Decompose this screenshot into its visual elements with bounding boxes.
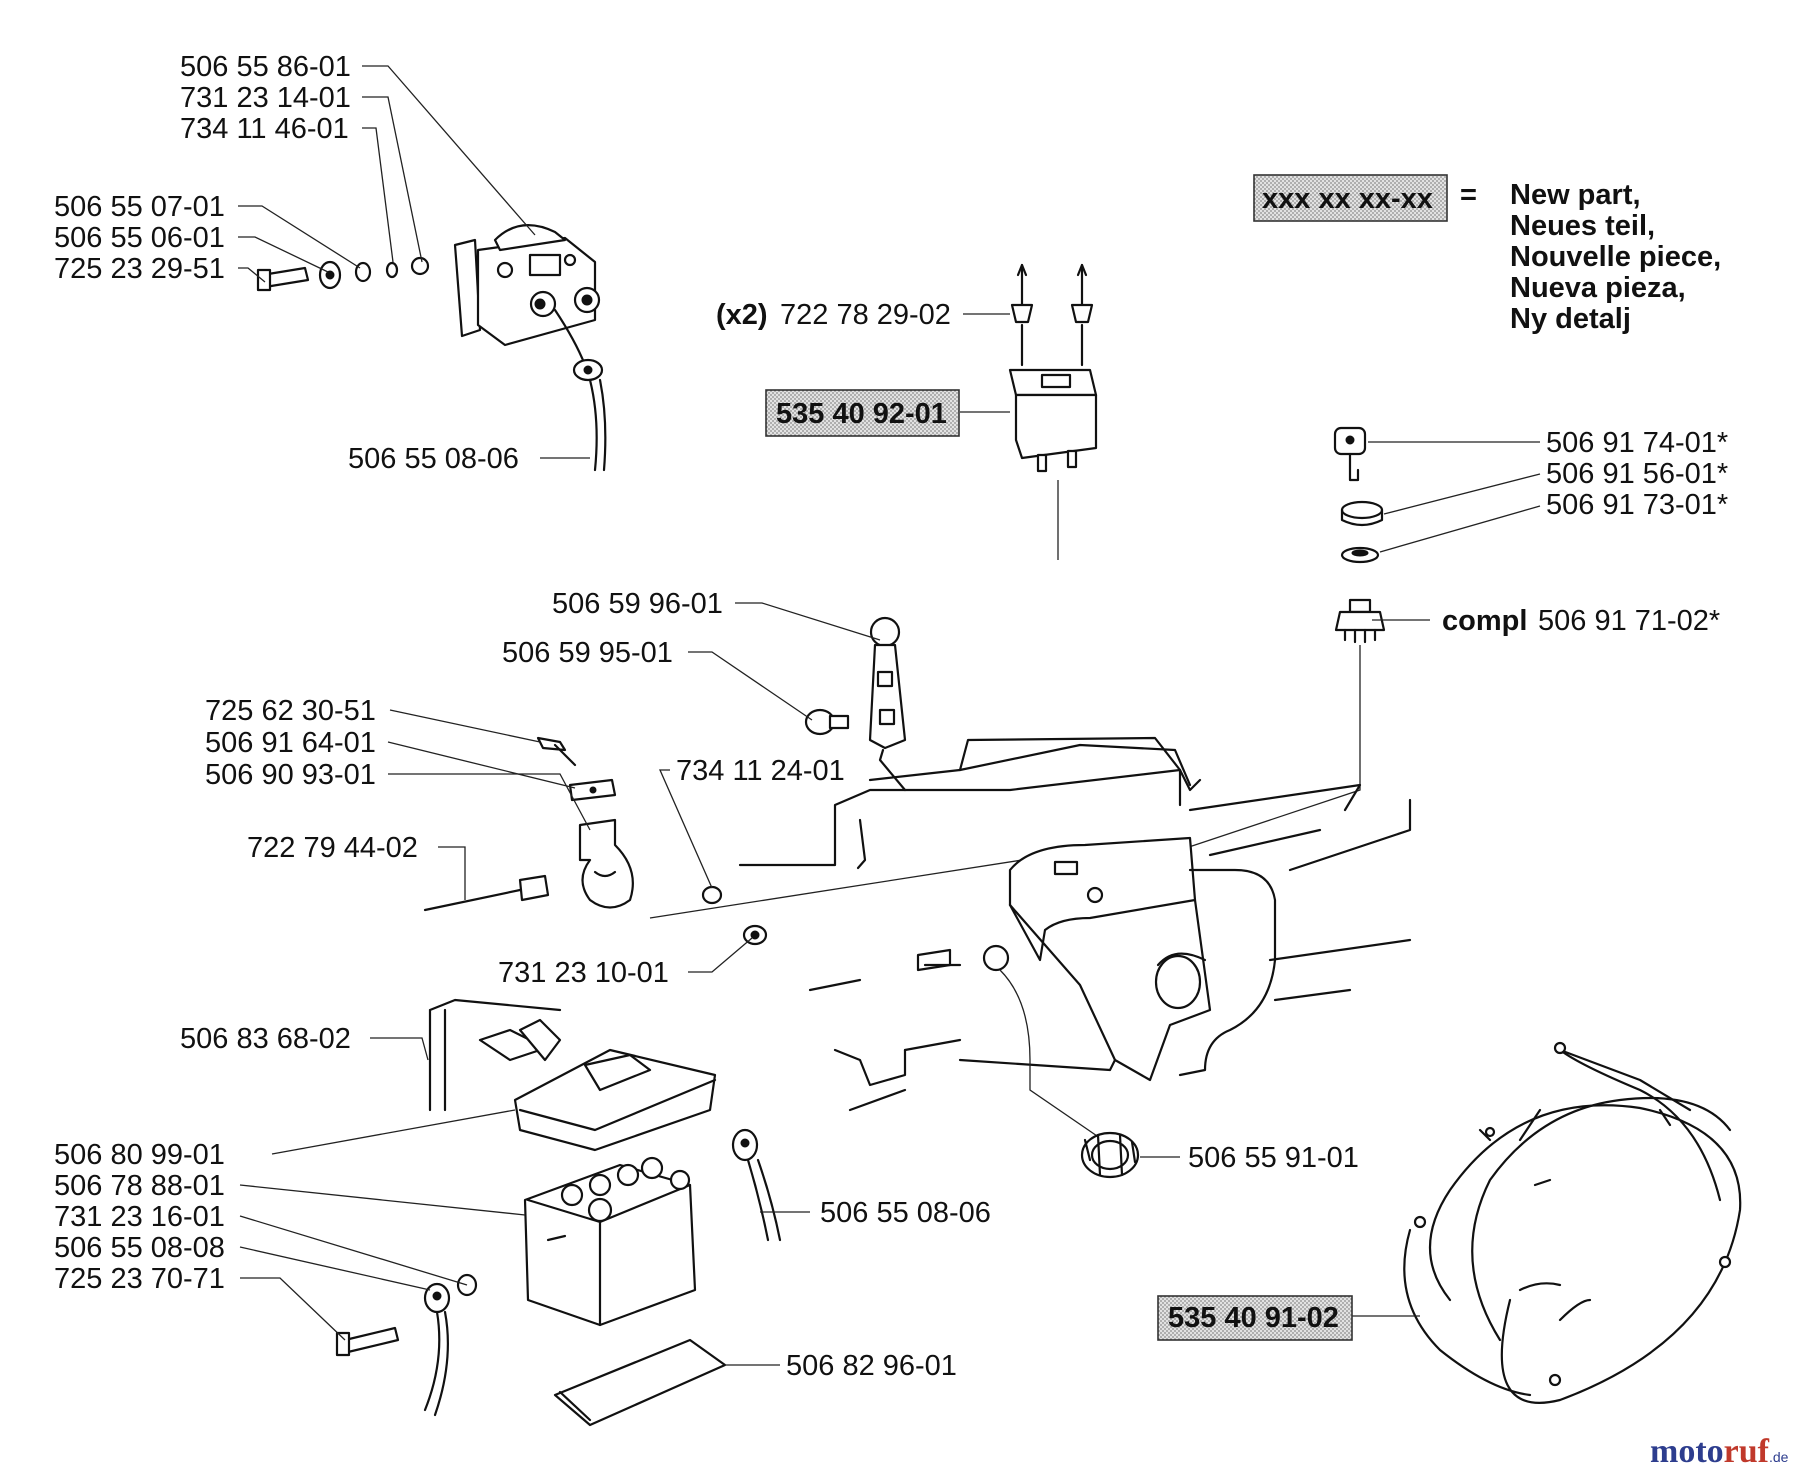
legend-equals: = bbox=[1460, 179, 1477, 211]
label-506-91-73-01: 506 91 73-01* bbox=[1546, 489, 1728, 521]
label-506-90-93-01: 506 90 93-01 bbox=[205, 759, 376, 791]
label-731-23-16-01: 731 23 16-01 bbox=[54, 1201, 225, 1233]
label-506-55-86-01: 506 55 86-01 bbox=[180, 51, 351, 83]
label-506-59-95-01: 506 59 95-01 bbox=[502, 637, 673, 669]
watermark-part-b: ruf bbox=[1724, 1433, 1770, 1470]
watermark-logo: motoruf.de bbox=[1650, 1433, 1789, 1470]
ignition-switch-drawing bbox=[1089, 426, 1386, 881]
label-734-11-24-01: 734 11 24-01 bbox=[676, 755, 845, 787]
label-506-55-08-06-bottom: 506 55 08-06 bbox=[820, 1197, 991, 1229]
legend-line-3: Nouvelle piece, bbox=[1510, 241, 1721, 273]
label-725-23-70-71: 725 23 70-71 bbox=[54, 1263, 225, 1295]
lever-drawing bbox=[804, 616, 907, 792]
fuse-holder-drawing bbox=[1008, 263, 1098, 560]
new-part-legend: xxx xx xx-xx = New part, Neues teil, Nou… bbox=[1253, 174, 1721, 335]
chassis-drawing bbox=[738, 736, 1412, 1139]
label-722-78-29-02: 722 78 29-02 bbox=[780, 299, 951, 331]
label-506-91-56-01: 506 91 56-01* bbox=[1546, 458, 1728, 490]
label-725-23-29-51: 725 23 29-51 bbox=[54, 253, 225, 285]
solenoid-assembly-drawing bbox=[256, 224, 607, 472]
legend-line-1: New part, bbox=[1510, 179, 1641, 211]
leader-lines bbox=[238, 65, 1541, 1366]
label-506-78-88-01: 506 78 88-01 bbox=[54, 1170, 225, 1202]
label-535-40-91-02: 535 40 91-02 bbox=[1168, 1302, 1339, 1334]
label-506-91-74-01: 506 91 74-01* bbox=[1546, 427, 1728, 459]
label-535-40-92-01: 535 40 92-01 bbox=[776, 398, 947, 430]
legend-line-4: Nueva pieza, bbox=[1510, 272, 1686, 304]
label-506-55-06-01: 506 55 06-01 bbox=[54, 222, 225, 254]
new-part-box-535-40-91-02 bbox=[1157, 1295, 1353, 1341]
label-506-55-91-01: 506 55 91-01 bbox=[1188, 1142, 1359, 1174]
label-731-23-10-01: 731 23 10-01 bbox=[498, 957, 669, 989]
label-compl-prefix: compl bbox=[1442, 605, 1527, 637]
legend-sample-text: xxx xx xx-xx bbox=[1262, 183, 1433, 215]
label-725-62-30-51: 725 62 30-51 bbox=[205, 695, 376, 727]
legend-sample-box bbox=[1253, 174, 1448, 222]
part-labels: 506 55 86-01 731 23 14-01 734 11 46-01 5… bbox=[54, 51, 1728, 1382]
label-506-55-08-08: 506 55 08-08 bbox=[54, 1232, 225, 1264]
label-731-23-14-01: 731 23 14-01 bbox=[180, 82, 351, 114]
label-722-79-44-02: 722 79 44-02 bbox=[247, 832, 418, 864]
label-506-91-71-02: 506 91 71-02* bbox=[1538, 605, 1720, 637]
label-x2-prefix: (x2) bbox=[716, 299, 768, 331]
wiring-harness-drawing bbox=[1403, 1041, 1742, 1404]
label-734-11-46-01: 734 11 46-01 bbox=[180, 113, 349, 145]
svg-text:motoruf.de: motoruf.de bbox=[1650, 1433, 1789, 1470]
label-506-91-64-01: 506 91 64-01 bbox=[205, 727, 376, 759]
micro-switch-drawing bbox=[423, 736, 1036, 946]
label-506-59-96-01: 506 59 96-01 bbox=[552, 588, 723, 620]
label-506-80-99-01: 506 80 99-01 bbox=[54, 1139, 225, 1171]
label-506-55-07-01: 506 55 07-01 bbox=[54, 191, 225, 223]
watermark-part-a: moto bbox=[1650, 1433, 1724, 1470]
watermark-part-c: .de bbox=[1769, 1449, 1789, 1465]
label-506-55-08-06-top: 506 55 08-06 bbox=[348, 443, 519, 475]
label-506-83-68-02: 506 83 68-02 bbox=[180, 1023, 351, 1055]
new-part-box-535-40-92-01 bbox=[765, 389, 960, 437]
legend-line-5: Ny detalj bbox=[1510, 303, 1631, 335]
grommet-drawing bbox=[1080, 1131, 1140, 1179]
legend-line-2: Neues teil, bbox=[1510, 210, 1655, 242]
label-506-82-96-01: 506 82 96-01 bbox=[786, 1350, 957, 1382]
battery-drawing bbox=[335, 998, 782, 1427]
